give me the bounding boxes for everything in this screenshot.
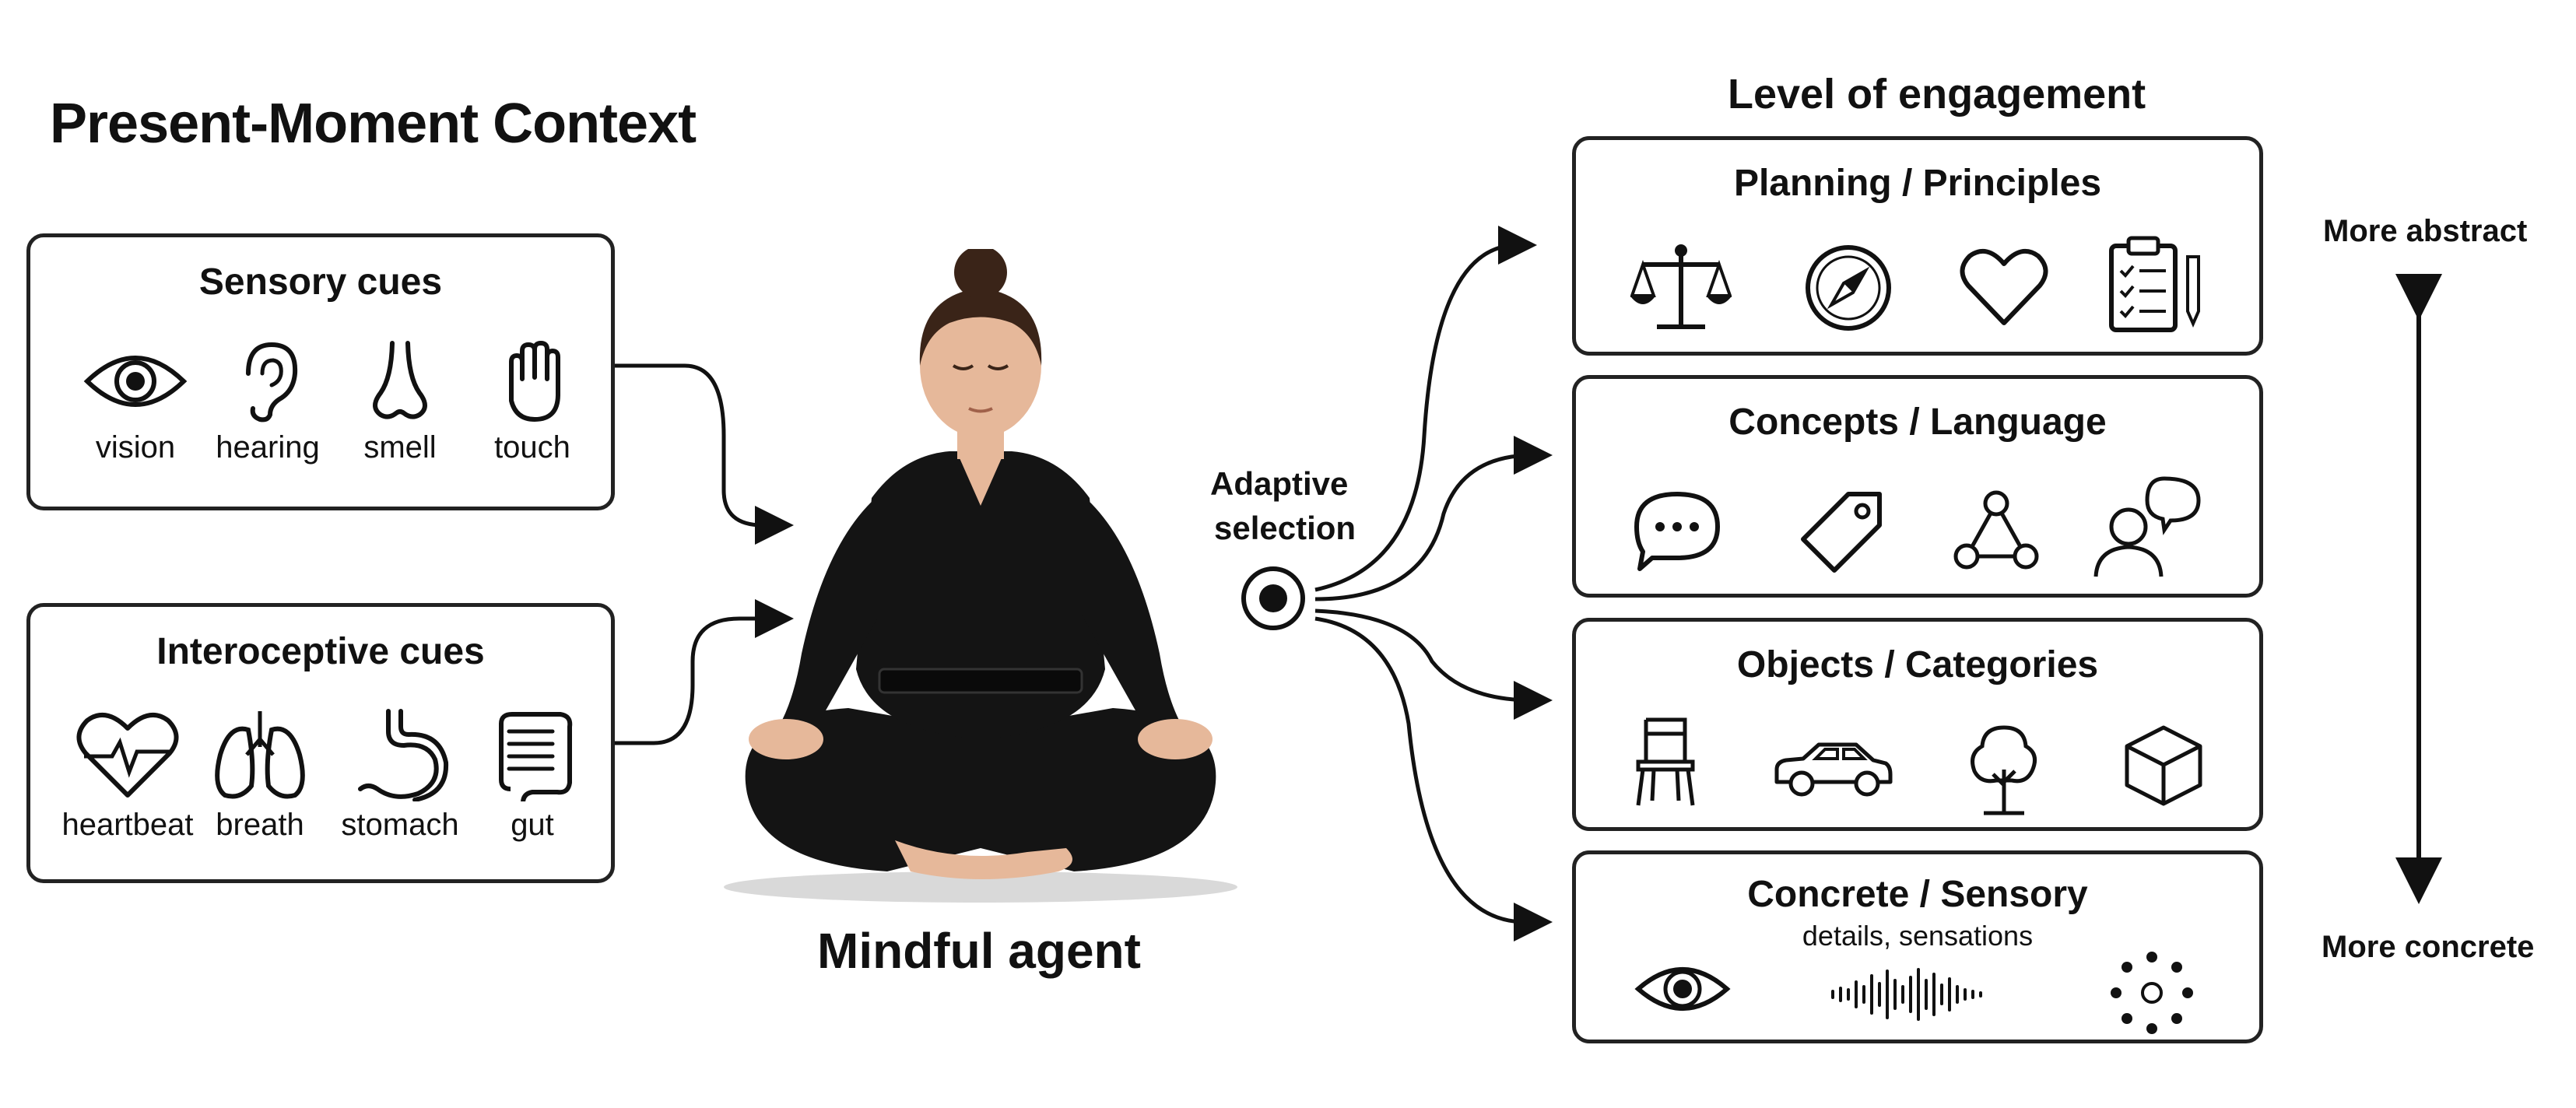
chair-icon [1636, 717, 1695, 806]
sensory-cue-hearing: hearing [202, 338, 334, 465]
cue-label: smell [363, 430, 437, 465]
heart-icon [1960, 248, 2048, 325]
compass-icon [1806, 245, 1891, 331]
sensory-cues-box: Sensory cues vision hearing smell touch [26, 233, 615, 510]
level-objects-categories: Objects / Categories [1572, 618, 2263, 831]
selector-to-objects-arrow [1314, 608, 1553, 720]
cue-label: vision [95, 430, 176, 465]
interoceptive-cues-box: Interoceptive cues heartbeat breath stom… [26, 603, 615, 883]
interoceptive-cue-breath: breath [194, 708, 326, 843]
interoceptive-to-agent-arrow [615, 599, 794, 745]
selector-node [1241, 566, 1305, 630]
lungs-icon [215, 711, 305, 799]
level-subtitle: details, sensations [1802, 920, 2034, 952]
eye-icon [83, 356, 188, 407]
axis-bottom-label: More concrete [2322, 930, 2535, 964]
cue-label: touch [494, 430, 570, 465]
level-concepts-language: Concepts / Language [1572, 375, 2263, 598]
cue-label: heartbeat [61, 808, 194, 842]
interoceptive-cues-heading: Interoceptive cues [156, 631, 485, 672]
engagement-heading: Level of engagement [1728, 71, 2146, 117]
sound-wave-icon [1831, 968, 1982, 1021]
scales-icon [1630, 244, 1732, 329]
cue-label: breath [216, 808, 304, 842]
cube-icon [2125, 725, 2202, 806]
ear-icon [246, 342, 298, 423]
interoceptive-cue-heartbeat: heartbeat [61, 708, 194, 843]
level-planning-principles: Planning / Principles [1572, 136, 2263, 356]
cue-label: stomach [341, 808, 459, 842]
dots-ring-icon [2111, 952, 2193, 1034]
level-title: Concrete / Sensory [1747, 874, 2088, 915]
sensory-cue-vision: vision [69, 338, 202, 465]
tree-icon [1971, 725, 2037, 815]
gut-icon [499, 712, 573, 801]
page-title: Present-Moment Context [50, 93, 697, 155]
selector-node-core [1259, 584, 1287, 612]
network-icon [1953, 490, 2039, 570]
tag-icon [1801, 492, 1882, 573]
agent-label: Mindful agent [817, 923, 1141, 979]
cue-label: gut [511, 808, 554, 842]
level-title: Objects / Categories [1736, 644, 2099, 685]
stomach-icon [358, 709, 449, 801]
selector-to-concepts-arrow [1314, 436, 1553, 601]
speech-bubble-icon [1634, 492, 1720, 571]
selector-label-line2: selection [1214, 510, 1356, 546]
meditating-person-icon [724, 249, 1237, 903]
selector-to-planning-arrow [1314, 226, 1537, 592]
selector-label-line1: Adaptive [1210, 465, 1349, 502]
level-title: Planning / Principles [1733, 163, 2102, 204]
checklist-icon [2109, 236, 2200, 332]
sensory-cue-smell: smell [334, 338, 466, 465]
sensory-to-agent-arrow [615, 363, 794, 545]
eye-icon [1634, 967, 1731, 1011]
hand-icon [509, 341, 560, 422]
cue-label: hearing [216, 430, 320, 465]
level-concrete-sensory: Concrete / Sensory details, sensations [1572, 850, 2263, 1043]
interoceptive-cue-stomach: stomach [334, 708, 466, 843]
level-title: Concepts / Language [1728, 401, 2107, 443]
conversation-icon [2093, 476, 2201, 577]
sensory-cues-heading: Sensory cues [198, 261, 443, 303]
car-icon [1774, 742, 1893, 797]
heartbeat-icon [76, 713, 179, 798]
axis-top-label: More abstract [2323, 214, 2528, 248]
sensory-cue-touch: touch [466, 338, 598, 465]
nose-icon [373, 341, 427, 419]
interoceptive-cue-gut: gut [466, 708, 598, 843]
selector-to-concrete-arrow [1314, 616, 1553, 941]
